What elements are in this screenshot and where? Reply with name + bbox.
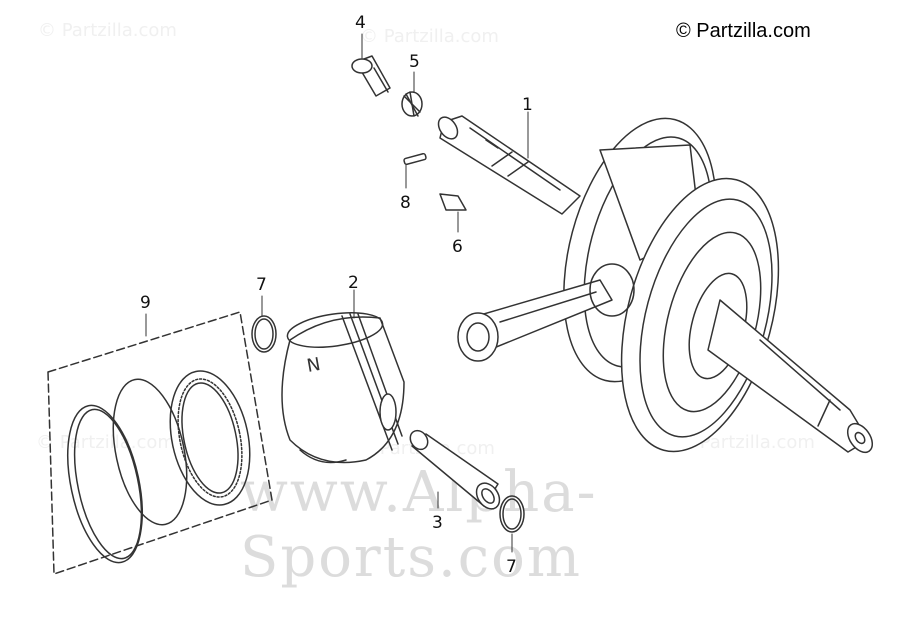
crankshaft [437,115,874,454]
part-4-pin [351,55,391,97]
part-8-key [403,152,427,166]
watermark-top-center: © Partzilla.com [360,26,499,47]
callout-4: 4 [355,13,366,33]
circlip-lower-inner [502,498,522,530]
leader-lines [145,33,529,553]
watermark-mid-left: © Partzilla.com [36,432,175,453]
circlip-upper [251,315,277,353]
part-6-woodruff-key [439,193,467,211]
piston [281,312,405,464]
callout-8: 8 [400,193,411,213]
copyright-notice: © Partzilla.com [676,20,811,42]
piston-rings [47,311,273,575]
watermark-alpha-sports: www.Alpha-Sports.com [240,460,598,590]
piston-mark: N [305,354,322,377]
watermark-mid-right: © Partzilla.com [676,432,815,453]
watermark-top-left: © Partzilla.com [38,20,177,41]
piston-pin [409,429,501,510]
callout-7-upper: 7 [256,275,267,295]
callout-9: 9 [140,293,151,313]
callout-1: 1 [522,95,533,115]
callout-3: 3 [432,513,443,533]
circlip-lower [499,495,525,533]
callout-2: 2 [348,273,359,293]
callout-6: 6 [452,237,463,257]
callout-7-lower: 7 [506,557,517,577]
circlip-upper-inner [254,318,274,350]
callout-5: 5 [409,52,420,72]
part-5-needle-bearing [401,91,423,117]
